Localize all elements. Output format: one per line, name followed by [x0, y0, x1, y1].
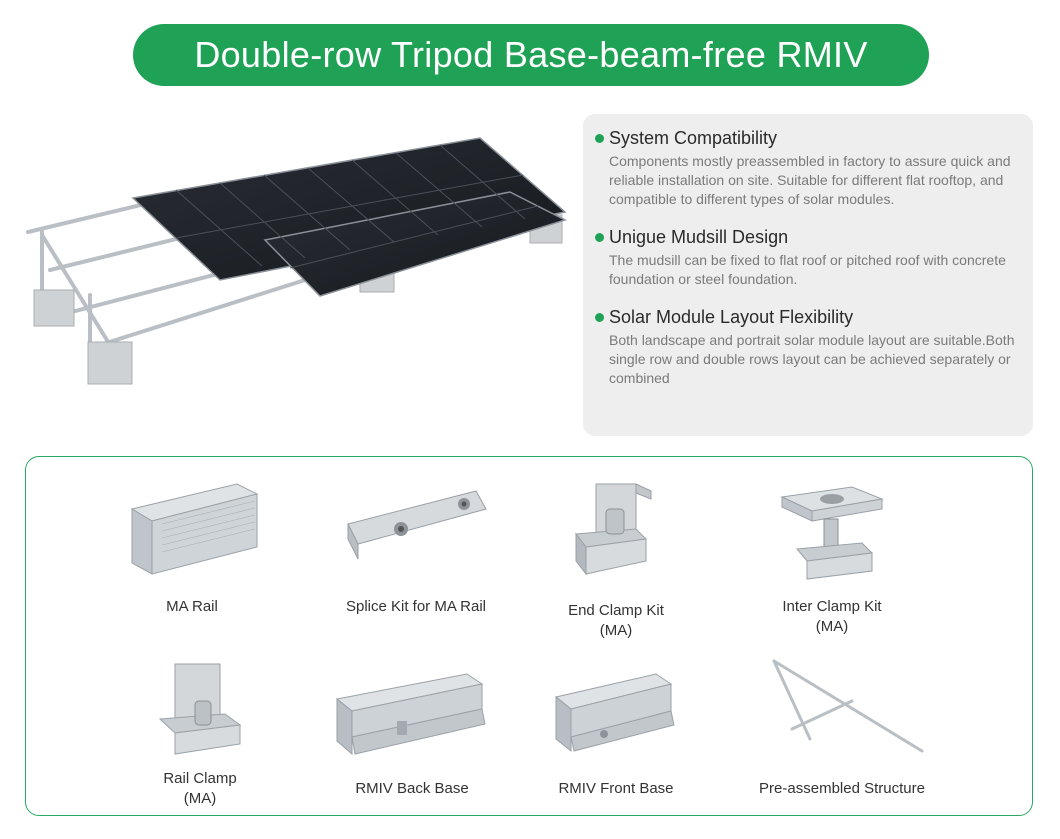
- end-clamp-image: [575, 483, 652, 576]
- ma-rail-image: [130, 483, 259, 575]
- part-label: (MA): [815, 618, 849, 635]
- part-end-clamp-kit: End Clamp Kit (MA): [506, 479, 726, 649]
- pre-assembled-structure-image: [772, 659, 924, 753]
- bullet-icon: [595, 134, 604, 143]
- part-pre-assembled-structure: Pre-assembled Structure: [732, 659, 952, 809]
- part-label: MA Rail: [166, 598, 218, 615]
- rmiv-back-base-image: [335, 673, 486, 756]
- feature-description: The mudsill can be fixed to flat roof or…: [609, 252, 1006, 287]
- bullet-icon: [595, 233, 604, 242]
- part-rmiv-front-base: RMIV Front Base: [506, 669, 726, 809]
- feature-title: Unigue Mudsill Design: [609, 227, 789, 247]
- part-rmiv-back-base: RMIV Back Base: [302, 669, 522, 809]
- components-panel: MA Rail Splice Kit for MA Rail End Clamp…: [25, 456, 1033, 816]
- part-ma-rail: MA Rail: [82, 479, 302, 619]
- feature-description: Both landscape and portrait solar module…: [609, 332, 1015, 386]
- feature-item: System Compatibility Components mostly p…: [595, 128, 1017, 209]
- solar-array-image: [26, 137, 567, 385]
- part-label: RMIV Back Base: [355, 780, 469, 797]
- feature-item: Solar Module Layout Flexibility Both lan…: [595, 307, 1017, 388]
- page-title: Double-row Tripod Base-beam-free RMIV: [194, 34, 868, 75]
- part-inter-clamp-kit: Inter Clamp Kit (MA): [722, 479, 942, 649]
- part-label: (MA): [599, 622, 633, 639]
- splice-kit-image: [347, 490, 487, 560]
- rmiv-front-base-image: [554, 673, 675, 753]
- part-label: RMIV Front Base: [558, 780, 674, 797]
- solar-array-illustration: [20, 120, 580, 410]
- title-banner: Double-row Tripod Base-beam-free RMIV: [133, 24, 929, 86]
- features-panel: System Compatibility Components mostly p…: [583, 114, 1033, 436]
- inter-clamp-image: [780, 486, 884, 580]
- part-label: Pre-assembled Structure: [759, 780, 925, 797]
- part-label: Rail Clamp: [163, 770, 237, 787]
- rail-clamp-image: [158, 663, 242, 755]
- part-splice-kit: Splice Kit for MA Rail: [306, 479, 526, 619]
- feature-item: Unigue Mudsill Design The mudsill can be…: [595, 227, 1017, 289]
- part-rail-clamp: Rail Clamp (MA): [90, 659, 310, 809]
- part-label: End Clamp Kit: [568, 602, 664, 619]
- bullet-icon: [595, 313, 604, 322]
- feature-title: Solar Module Layout Flexibility: [609, 307, 854, 327]
- feature-title: System Compatibility: [609, 128, 778, 148]
- part-label: Inter Clamp Kit: [782, 598, 882, 615]
- part-label: Splice Kit for MA Rail: [345, 598, 487, 615]
- part-label: (MA): [183, 790, 217, 807]
- feature-description: Components mostly preassembled in factor…: [609, 153, 1011, 207]
